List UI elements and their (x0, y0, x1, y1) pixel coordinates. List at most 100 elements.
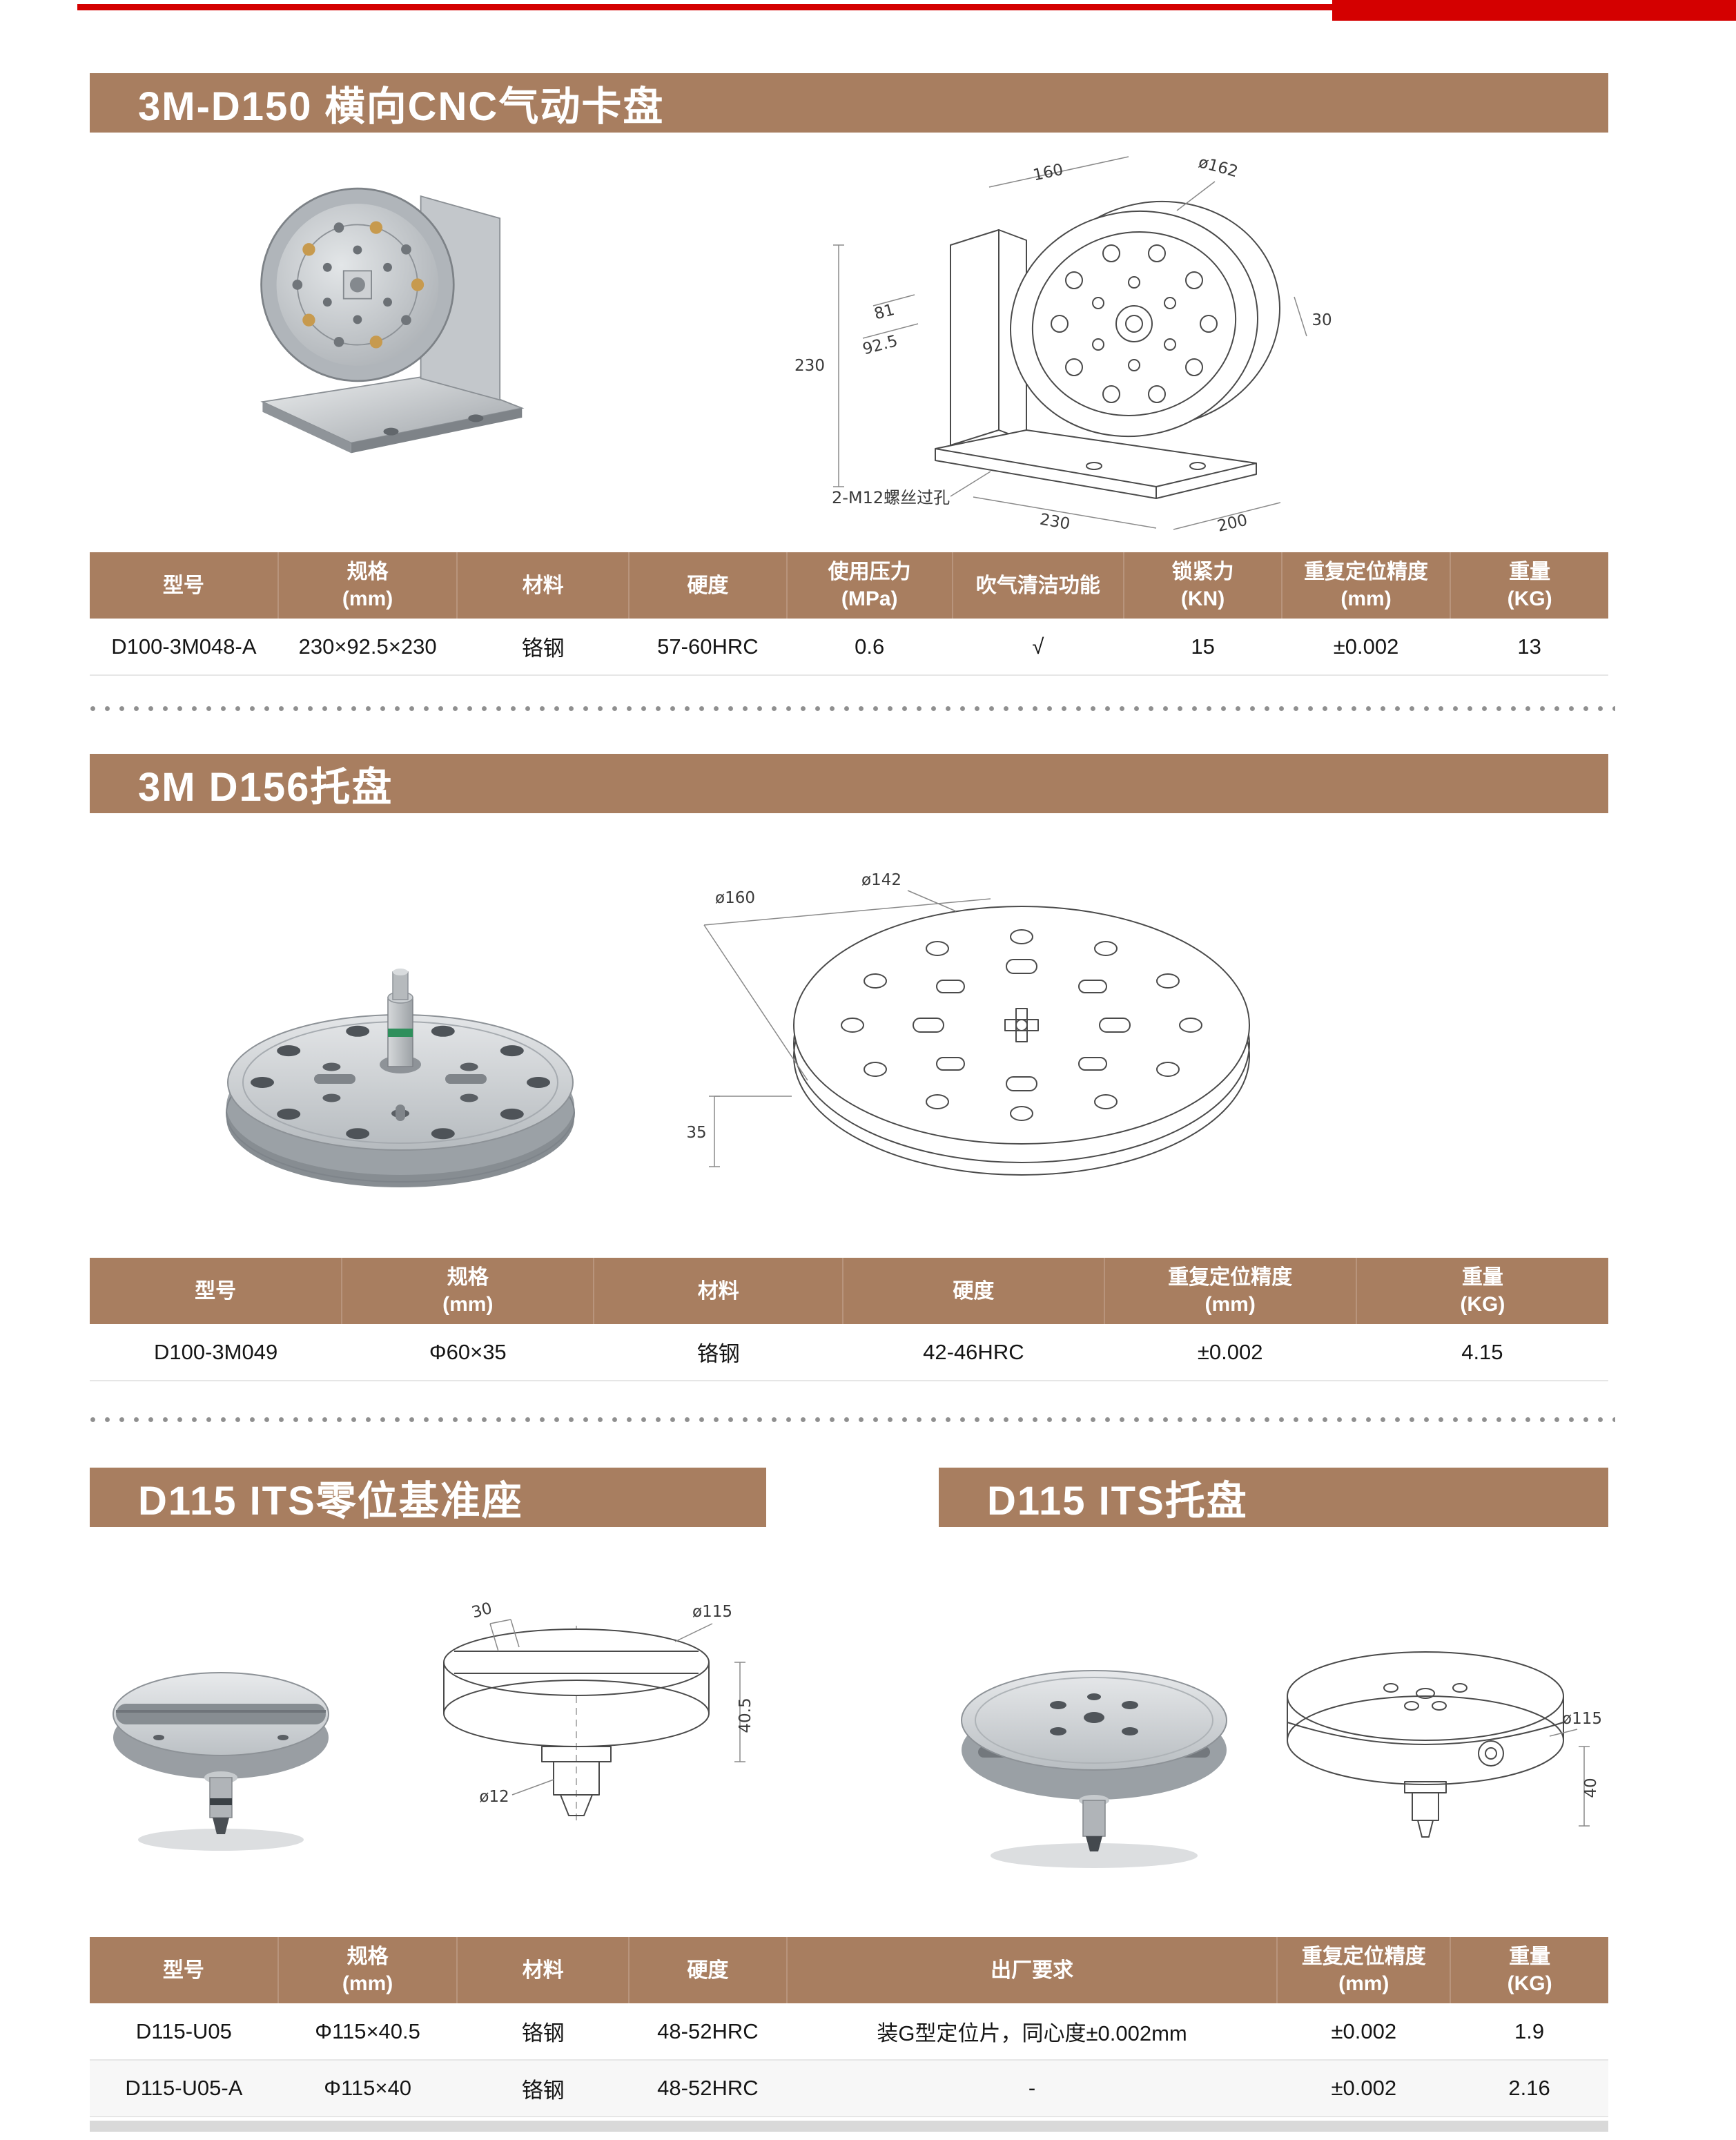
disc-linework (793, 906, 1250, 1176)
base-linework (443, 1626, 710, 1822)
media-row-d156: ø160 ø142 35 (90, 825, 1608, 1249)
d115-pallet-drawing: ø115 40 (1287, 1651, 1602, 1838)
spec-table-3m-d150: 型号 规格 (mm) 材料 硬度 使用压力 (MPa) 吹气清洁功能 锁紧力 (… (90, 552, 1608, 676)
pallet-top-face (961, 1670, 1227, 1771)
d156-pallet-photo (226, 969, 575, 1187)
d115-base-photo (113, 1672, 329, 1851)
media-row-d115: 30 ø115 40.5 ø12 (90, 1539, 1650, 1926)
cell-spec: 230×92.5×230 (277, 619, 458, 676)
col-header-material: 材料 (456, 552, 629, 619)
bottom-grey-strip (90, 2121, 1608, 2132)
col-header-airblow: 吹气清洁功能 (951, 552, 1124, 619)
dimension-lines (1549, 1729, 1590, 1827)
col-header-model: 型号 (90, 1258, 342, 1324)
section-banner-3m-d150: 3M-D150 横向CNC气动卡盘 (90, 73, 1608, 133)
cell-repeatability: ±0.002 (1277, 2003, 1451, 2061)
dim-label-outer-dia: ø160 (715, 889, 755, 907)
cell-spec: Φ115×40.5 (277, 2003, 458, 2061)
col-header-weight: 重量 (KG) (1450, 1937, 1608, 2003)
cell-hardness: 48-52HRC (628, 2060, 787, 2117)
col-header-repeatability: 重复定位精度 (mm) (1280, 552, 1451, 619)
cell-hardness: 42-46HRC (843, 1324, 1104, 1381)
base-top-face (113, 1672, 329, 1756)
cell-hardness: 48-52HRC (628, 2003, 787, 2061)
iso-linework (935, 200, 1280, 499)
media-row-3m-d150: 160 ø162 81 92.5 230 30 230 200 2-M12螺丝过… (90, 138, 1608, 549)
cell-weight: 1.9 (1450, 2003, 1608, 2061)
cell-hardness: 57-60HRC (628, 619, 787, 676)
table-row: D115-U05 Φ115×40.5 铬钢 48-52HRC 装G型定位片，同心… (90, 2003, 1608, 2061)
dim-label-width-top: 160 (1031, 161, 1064, 185)
cell-factory-req: - (786, 2060, 1278, 2117)
cell-material: 铬钢 (457, 2003, 629, 2061)
col-header-factory-req: 出厂要求 (786, 1937, 1278, 2003)
dimension-lines (489, 1619, 745, 1796)
cell-model: D115-U05 (90, 2003, 278, 2061)
chuck-technical-drawing: 160 ø162 81 92.5 230 30 230 200 2-M12螺丝过… (794, 153, 1332, 536)
cell-weight: 2.16 (1450, 2060, 1608, 2117)
col-header-hardness: 硬度 (627, 1937, 787, 2003)
cell-airblow: √ (952, 619, 1124, 676)
col-header-repeatability: 重复定位精度 (mm) (1276, 1937, 1451, 2003)
dim-label-inner-dia: ø142 (861, 871, 901, 889)
dim-label-stud-dia: ø12 (479, 1788, 509, 1806)
col-header-hardness: 硬度 (627, 552, 787, 619)
section-title: 3M D156托盘 (138, 765, 393, 810)
col-header-spec: 规格 (mm) (277, 552, 458, 619)
dim-label-height: 230 (794, 357, 825, 375)
section-banner-d115-pallet: D115 ITS托盘 (939, 1468, 1608, 1527)
shadow (138, 1829, 304, 1851)
section-banner-d156: 3M D156托盘 (90, 754, 1608, 813)
shadow (991, 1843, 1198, 1868)
cell-spec: Φ115×40 (277, 2060, 458, 2117)
top-red-block (1332, 0, 1736, 21)
col-header-model: 型号 (90, 1937, 278, 2003)
d115-base-drawing: 30 ø115 40.5 ø12 (443, 1599, 754, 1822)
chuck-face (260, 187, 455, 382)
cell-factory-req: 装G型定位片，同心度±0.002mm (786, 2003, 1278, 2061)
col-header-weight: 重量 (KG) (1450, 552, 1608, 619)
cell-material: 铬钢 (457, 619, 629, 676)
col-header-model: 型号 (90, 552, 278, 619)
top-red-line (77, 4, 1736, 10)
dimension-lines (833, 156, 1307, 530)
dotted-separator-2 (90, 1417, 1615, 1423)
dim-label-slot-width: 30 (470, 1599, 494, 1622)
bracket-base (260, 373, 525, 454)
dimension-lines (703, 890, 991, 1167)
dim-label-dia: ø115 (692, 1603, 732, 1621)
pallet-linework (1287, 1651, 1564, 1838)
col-header-lockforce: 锁紧力 (KN) (1123, 552, 1282, 619)
chuck-product-photo (260, 187, 525, 454)
dim-label-dia: ø162 (1196, 153, 1240, 181)
clamping-stud (380, 969, 421, 1073)
section-title: 3M-D150 横向CNC气动卡盘 (138, 84, 665, 129)
cell-lockforce: 15 (1124, 619, 1282, 676)
col-header-material: 材料 (593, 1258, 843, 1324)
cell-weight: 4.15 (1356, 1324, 1608, 1381)
dim-label-dia: ø115 (1562, 1710, 1602, 1728)
dotted-separator-1 (90, 706, 1615, 712)
table-row: D100-3M048-A 230×92.5×230 铬钢 57-60HRC 0.… (90, 619, 1608, 676)
table-header-row: 型号 规格 (mm) 材料 硬度 出厂要求 重复定位精度 (mm) 重量 (KG… (90, 1937, 1608, 2003)
cell-repeatability: ±0.002 (1104, 1324, 1356, 1381)
cell-repeatability: ±0.002 (1277, 2060, 1451, 2117)
dim-label-base-width: 200 (1216, 512, 1249, 536)
col-header-spec: 规格 (mm) (277, 1937, 458, 2003)
col-header-hardness: 硬度 (842, 1258, 1104, 1324)
dim-label-bolt2: 92.5 (861, 332, 899, 358)
cell-material: 铬钢 (457, 2060, 629, 2117)
dim-label-base-depth: 230 (1038, 510, 1071, 533)
cell-model: D115-U05-A (90, 2060, 278, 2117)
cell-model: D100-3M049 (90, 1324, 342, 1381)
col-header-material: 材料 (456, 1937, 629, 2003)
dim-label-height: 40 (1582, 1778, 1600, 1798)
col-header-spec: 规格 (mm) (341, 1258, 594, 1324)
dim-label-height: 40.5 (737, 1698, 754, 1733)
spec-table-d115: 型号 规格 (mm) 材料 硬度 出厂要求 重复定位精度 (mm) 重量 (KG… (90, 1937, 1608, 2117)
d115-pallet-photo (961, 1670, 1227, 1868)
cell-spec: Φ60×35 (342, 1324, 594, 1381)
table-header-row: 型号 规格 (mm) 材料 硬度 使用压力 (MPa) 吹气清洁功能 锁紧力 (… (90, 552, 1608, 619)
col-header-repeatability: 重复定位精度 (mm) (1103, 1258, 1356, 1324)
